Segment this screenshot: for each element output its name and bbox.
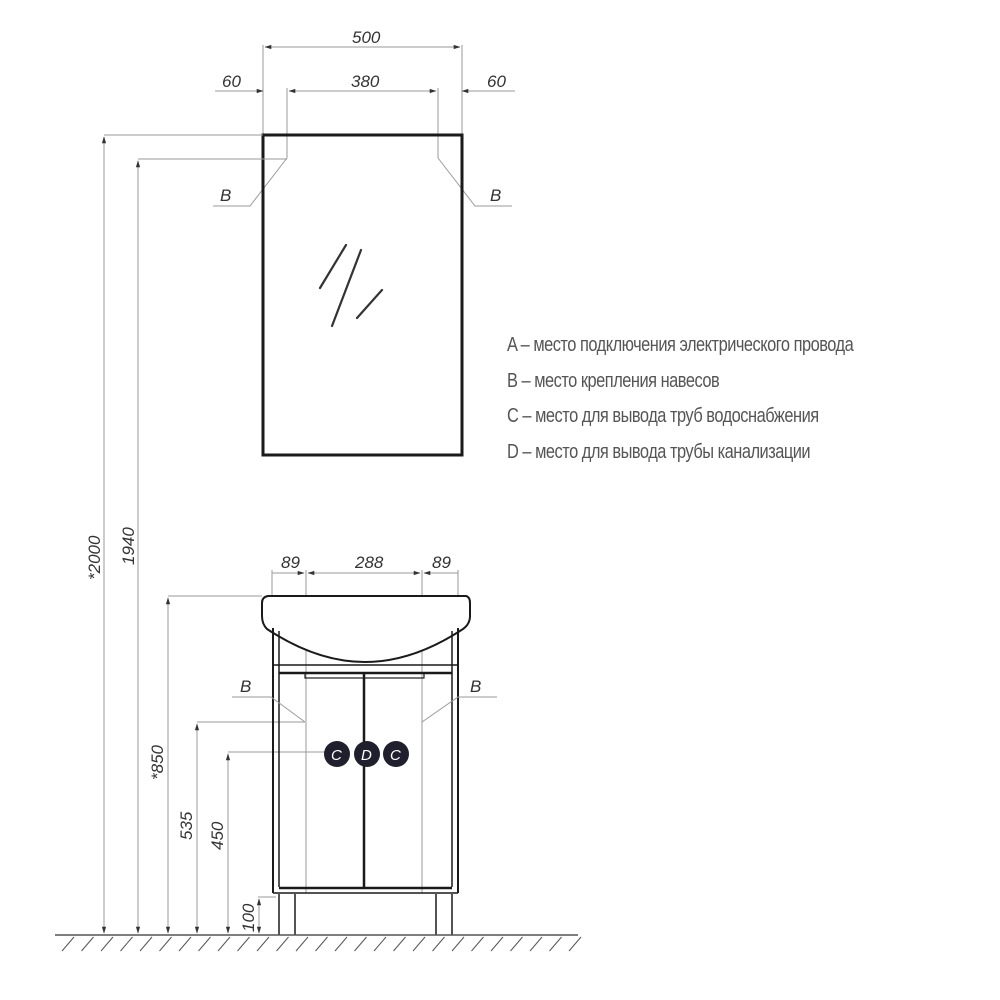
cabinet-mount-leaders bbox=[232, 696, 497, 723]
height-pipes-label: 450 bbox=[208, 821, 227, 850]
mirror bbox=[261, 133, 464, 457]
legend-item-b: B – место крепления навесов bbox=[507, 369, 720, 392]
washbasin bbox=[261, 595, 471, 664]
cabinet-right-mount-label: B bbox=[470, 677, 481, 696]
mirror-right-offset-label: 60 bbox=[487, 72, 506, 91]
water-supply-marker-right: C bbox=[383, 741, 409, 767]
mirror-mount-span-label: 380 bbox=[351, 72, 380, 91]
legend: A – место подключения электрического про… bbox=[507, 328, 854, 470]
legend-item-d: D – место для вывода трубы канализации bbox=[507, 440, 811, 463]
glass-reflection-icon bbox=[318, 243, 384, 328]
mirror-left-mount-label: B bbox=[220, 186, 231, 205]
water-supply-marker-left: C bbox=[324, 741, 350, 767]
legend-item-a: A – место подключения электрического про… bbox=[507, 334, 854, 356]
cabinet-center-span-label: 288 bbox=[354, 553, 384, 572]
cabinet-left-offset-label: 89 bbox=[281, 553, 300, 572]
floor-hatching bbox=[55, 934, 582, 952]
height-basin-top-label: *850 bbox=[148, 744, 167, 780]
cabinet-left-mount-label: B bbox=[240, 677, 251, 696]
height-mirror-mount-label: 1940 bbox=[119, 527, 138, 565]
mirror-width-dimension bbox=[215, 44, 515, 158]
vanity-cabinet bbox=[272, 628, 459, 935]
height-total-label: *2000 bbox=[85, 535, 104, 580]
mirror-right-mount-label: B bbox=[490, 186, 501, 205]
mirror-left-offset-label: 60 bbox=[222, 72, 241, 91]
height-legs-label: 100 bbox=[239, 903, 258, 932]
svg-text:D: D bbox=[361, 747, 372, 764]
height-cabinet-mount-label: 535 bbox=[177, 811, 196, 840]
svg-text:C: C bbox=[390, 747, 401, 764]
sewer-marker: D bbox=[354, 741, 380, 767]
legend-item-c: C – место для вывода труб водоснабжения bbox=[507, 405, 819, 427]
pipe-markers: C D C bbox=[324, 741, 409, 767]
mirror-mount-leaders bbox=[213, 157, 512, 207]
cabinet-right-offset-label: 89 bbox=[432, 553, 451, 572]
svg-text:C: C bbox=[331, 747, 342, 764]
mirror-width-label: 500 bbox=[352, 28, 381, 47]
